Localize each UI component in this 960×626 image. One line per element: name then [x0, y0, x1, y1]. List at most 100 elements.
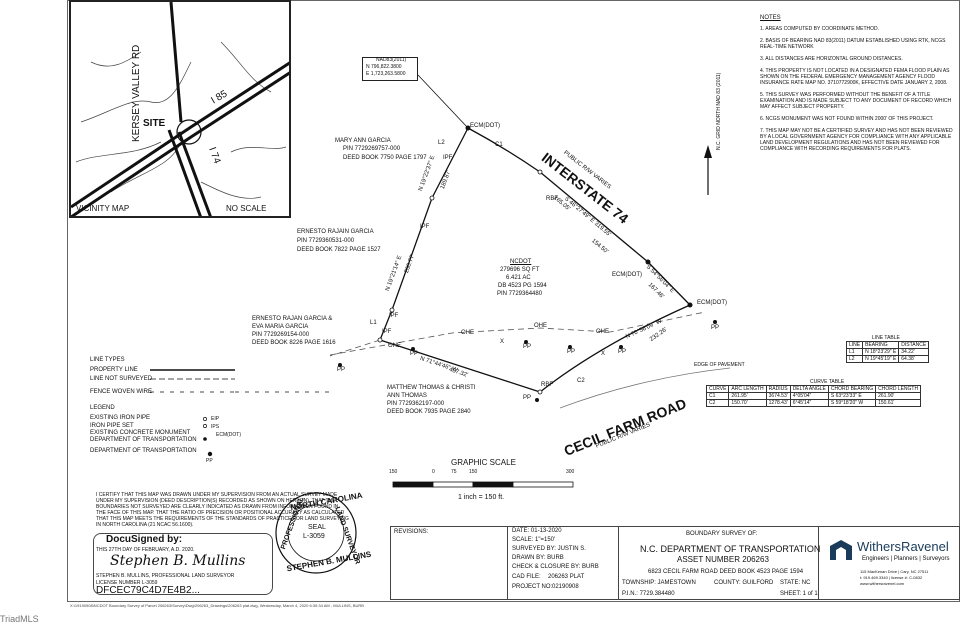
- scale-tick-4: 150: [469, 469, 478, 475]
- pp-label-7: PP: [711, 325, 720, 331]
- legend-row-4: DEPARTMENT OF TRANSPORTATION: [90, 437, 197, 443]
- owner-mary-name: MARY ANN GARCIA: [335, 138, 391, 144]
- scale-tick-5: 300: [566, 469, 575, 475]
- ecm-marker-2: [645, 259, 651, 265]
- ipf-label-2: IPF: [420, 224, 430, 230]
- ipf-marker-3: [377, 337, 383, 343]
- pp-marker-1: [338, 363, 342, 367]
- table-cell: 150.61': [875, 399, 922, 407]
- title-block-divider-2: [618, 526, 619, 600]
- surveyor-seal-circle: [275, 492, 357, 574]
- parcel-ncdot-area-sqft: 279696 SQ FT: [500, 267, 540, 273]
- legend-row-5: DEPARTMENT OF TRANSPORTATION: [90, 448, 197, 454]
- parcel-ncdot-deed: DB 4523 PG 1594: [498, 283, 547, 289]
- table-cell: CURVE: [705, 385, 730, 393]
- tb-revisions: REVISIONS:: [394, 529, 429, 535]
- footer-file-path: X:\19190908\NCDOT Boundary Survey of Par…: [70, 603, 364, 608]
- pp-label-3: PP: [523, 344, 532, 350]
- line-label-l1: L1: [370, 320, 377, 326]
- legend-row-5-sym: PP: [206, 458, 213, 464]
- tb-county: COUNTY: GUILFORD: [714, 580, 774, 586]
- table-cell: 261.90': [875, 392, 922, 400]
- company-address: 115 MacKenan Drive | Cary, NC 27511: [860, 569, 929, 574]
- legend-row-2-sym: IPS: [211, 424, 220, 430]
- table-cell: CHORD BEARING: [827, 385, 877, 393]
- rbf-label-2: RBF: [541, 382, 553, 388]
- grid-north-label: N.C. GRID NORTH NAD 83 (2011): [716, 72, 722, 150]
- parcel-ncdot-area-ac: 6.421 AC: [506, 275, 531, 281]
- ipf-marker-2: [389, 307, 395, 313]
- pp-label-6: PP: [523, 395, 532, 401]
- title-block-divider-1: [507, 526, 508, 600]
- table-cell: DELTA ANGLE: [789, 385, 829, 393]
- owner-ernesto-eva-deed: DEED BOOK 8226 PAGE 1616: [252, 340, 336, 346]
- ipf-label-1: IPF: [443, 155, 453, 161]
- ohe-label-2: OHE: [534, 323, 548, 329]
- nad83-box: [362, 57, 418, 81]
- table-cell: 1278.43': [765, 399, 791, 407]
- nad83-easting: E 1,723,263.5800: [366, 71, 406, 77]
- vicinity-roads: [71, 2, 289, 216]
- legend-row-1-sym: EIP: [211, 416, 220, 422]
- cert-date-line: THIS 27TH DAY OF FEBRUARY, A.D. 2020.: [96, 547, 195, 553]
- curve-label-c1: C1: [495, 142, 503, 148]
- legend-row-3: EXISTING CONCRETE MONUMENT: [90, 430, 191, 436]
- tb-dept: N.C. DEPARTMENT OF TRANSPORTATION: [640, 544, 821, 554]
- vicinity-scale-caption: NO SCALE: [226, 204, 267, 213]
- note-1: 1. AREAS COMPUTED BY COORDINATE METHOD.: [760, 26, 879, 32]
- parcel-ncdot-name: NCDOT: [510, 259, 532, 265]
- vicinity-map: KERSEY VALLEY RD I 85 I 74 SITE VICINITY…: [69, 0, 291, 218]
- rbf-marker-2: [537, 389, 543, 395]
- scale-tick-1: 150: [389, 469, 398, 475]
- ipf-label-3: IPF: [389, 313, 399, 319]
- table-cell: 261.95': [728, 392, 767, 400]
- tb-scale: SCALE: 1"=150': [512, 537, 556, 543]
- line-type-property: PROPERTY LINE: [90, 367, 138, 373]
- tb-address: 6823 CECIL FARM ROAD DEED BOOK 4523 PAGE…: [648, 569, 804, 575]
- tb-sheet: SHEET: 1 of 1: [780, 591, 818, 597]
- boundary-line-c1: [467, 127, 541, 173]
- pp-marker-4: [568, 345, 572, 349]
- company-phone: t: 919.469.3340 | license #: C-0832: [860, 575, 923, 580]
- surveyor-name: STEPHEN B. MULLINS, PROFESSIONAL LAND SU…: [96, 573, 235, 579]
- x-mark-1: X: [500, 339, 505, 345]
- scale-tick-2: 0: [432, 469, 435, 475]
- table-cell: 34.22': [898, 348, 930, 356]
- table-cell: LINE: [845, 341, 864, 349]
- vicinity-site-label: SITE: [143, 118, 166, 129]
- tb-surveyed: SURVEYED BY: JUSTIN S.: [512, 546, 586, 552]
- line-label-l2: L2: [438, 140, 445, 146]
- vicinity-map-caption: VICINITY MAP: [76, 204, 130, 213]
- table-cell: S 63°23'33" E: [827, 392, 877, 400]
- note-6: 6. NCGS MONUMENT WAS NOT FOUND WITHIN 20…: [760, 116, 934, 122]
- legend-title: LEGEND: [90, 405, 115, 411]
- tb-cad-label: CAD FILE:: [512, 574, 541, 580]
- surveyor-signature: Stephen B. Mullins: [110, 553, 246, 569]
- pp-label-2: PP: [410, 351, 419, 357]
- ecm-label-1: ECM(DOT): [470, 123, 500, 129]
- line-type-not-surveyed: LINE NOT SURVEYED: [90, 376, 153, 382]
- ecm-label-2: ECM(DOT): [612, 272, 642, 278]
- triadmls-watermark: TriadMLS: [0, 614, 39, 624]
- cert-line-3: BOUNDARIES NOT SURVEYED ARE CLEARLY INDI…: [96, 504, 339, 510]
- note-3: 3. ALL DISTANCES ARE HORIZONTAL GROUND D…: [760, 56, 903, 62]
- ohe-label-1: OHE: [461, 330, 475, 336]
- table-cell: L2: [845, 355, 864, 363]
- rbf-label-1: RBF: [546, 196, 558, 202]
- owner-ernesto-eva-name2: EVA MARIA GARCIA: [252, 324, 309, 330]
- cert-line-4: THE FACE OF THIS MAP. THAT THE RATIO OF …: [96, 510, 345, 516]
- pp-label-1: PP: [337, 367, 346, 373]
- notes-block: NOTES 1. AREAS COMPUTED BY COORDINATE ME…: [760, 15, 958, 152]
- pp-label-4: PP: [567, 349, 576, 355]
- table-cell: C1: [705, 392, 730, 400]
- edge-of-pavement: [559, 367, 731, 409]
- table-cell: 150.70': [728, 399, 767, 407]
- scale-tick-3: 75: [451, 469, 457, 475]
- legend-symbols: [203, 417, 213, 457]
- tb-project-value: 02190908: [552, 584, 579, 590]
